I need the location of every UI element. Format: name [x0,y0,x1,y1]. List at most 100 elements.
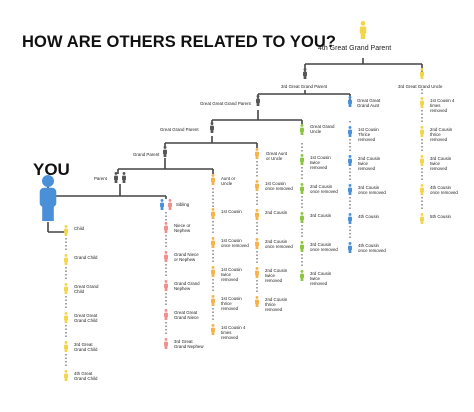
node-label: 3rd Great Grand Uncle [398,84,443,89]
node-label: Great Grand Parent [160,127,199,132]
descendant-label: Grand Child [74,255,98,260]
sibling-line-icon [164,251,168,262]
node-label: Parent [94,176,108,181]
sibling-line-icon [164,309,168,320]
ancestor-icon [210,122,214,133]
great-aunt-line-icon [255,209,259,220]
gg-aunt-line-icon [348,184,352,195]
gg-aunt-line-icon [348,213,352,224]
great-grand-uncle-line-icon [300,183,304,194]
person-icon [300,124,304,135]
great-grand-uncle-line-icon [300,241,304,252]
node-label: 3rd Great Grand Parent [281,84,328,89]
great-grand-uncle-line-icon [300,212,304,223]
descendant-icon [64,370,68,381]
descendant-icon [64,254,68,265]
aunt-line-icon [211,295,215,306]
great-grand-uncle-line-label: 3rd Cousin [310,213,332,218]
ggg-uncle-line-icon [420,155,424,166]
aunt-line-label: 1st Cousin [221,209,242,214]
ancestor-icon [256,95,260,106]
great-grand-uncle-line-icon [300,270,304,281]
descendant-icon [64,283,68,294]
ancestor-icon [163,146,167,157]
you-label: YOU [33,160,70,179]
node-label: Grand Parent [133,152,160,157]
great-aunt-line-icon [255,296,259,307]
sibling-icon [168,199,172,210]
ancestor-icon [122,172,126,183]
ggg-uncle-line-icon [420,213,424,224]
aunt-line-icon [211,237,215,248]
page-title: HOW ARE OTHERS RELATED TO YOU? [22,33,337,51]
ancestor-icon [303,68,307,79]
you-icon [39,175,57,221]
ggg-uncle-line-icon [420,126,424,137]
node-label: Sibling [176,202,190,207]
ggg-uncle-line-icon [420,97,424,108]
descendant-icon [64,341,68,352]
aunt-line-icon [211,208,215,219]
sibling-line-icon [164,338,168,349]
gg-aunt-line-icon [348,126,352,137]
great-aunt-line-icon [255,180,259,191]
person-icon [348,96,352,107]
ggg-uncle-line-icon [420,184,424,195]
descendant-icon [64,225,68,236]
top-ancestor-icon [359,21,367,39]
great-aunt-line-icon [255,238,259,249]
gg-aunt-line-icon [348,242,352,253]
person-icon [211,174,215,185]
gg-aunt-line-icon [348,155,352,166]
gg-aunt-line-label: 4th Cousin [358,214,380,219]
ggg-uncle-line-label: 5th Cousin [430,214,452,219]
aunt-line-icon [211,266,215,277]
sibling-line-icon [164,280,168,291]
great-grand-uncle-line-icon [300,154,304,165]
descendant-icon [64,312,68,323]
top-ancestor-label: 4th Great Grand Parent [318,45,392,52]
ancestor-icon [114,172,118,183]
sibling-line-icon [164,222,168,233]
great-aunt-line-label: 2nd Cousin [265,210,288,215]
sibling-icon [160,199,164,210]
person-icon [420,68,424,79]
node-label: Great Great Grand Parent [200,101,252,106]
person-icon [255,148,259,159]
great-aunt-line-icon [255,267,259,278]
aunt-line-icon [211,324,215,335]
